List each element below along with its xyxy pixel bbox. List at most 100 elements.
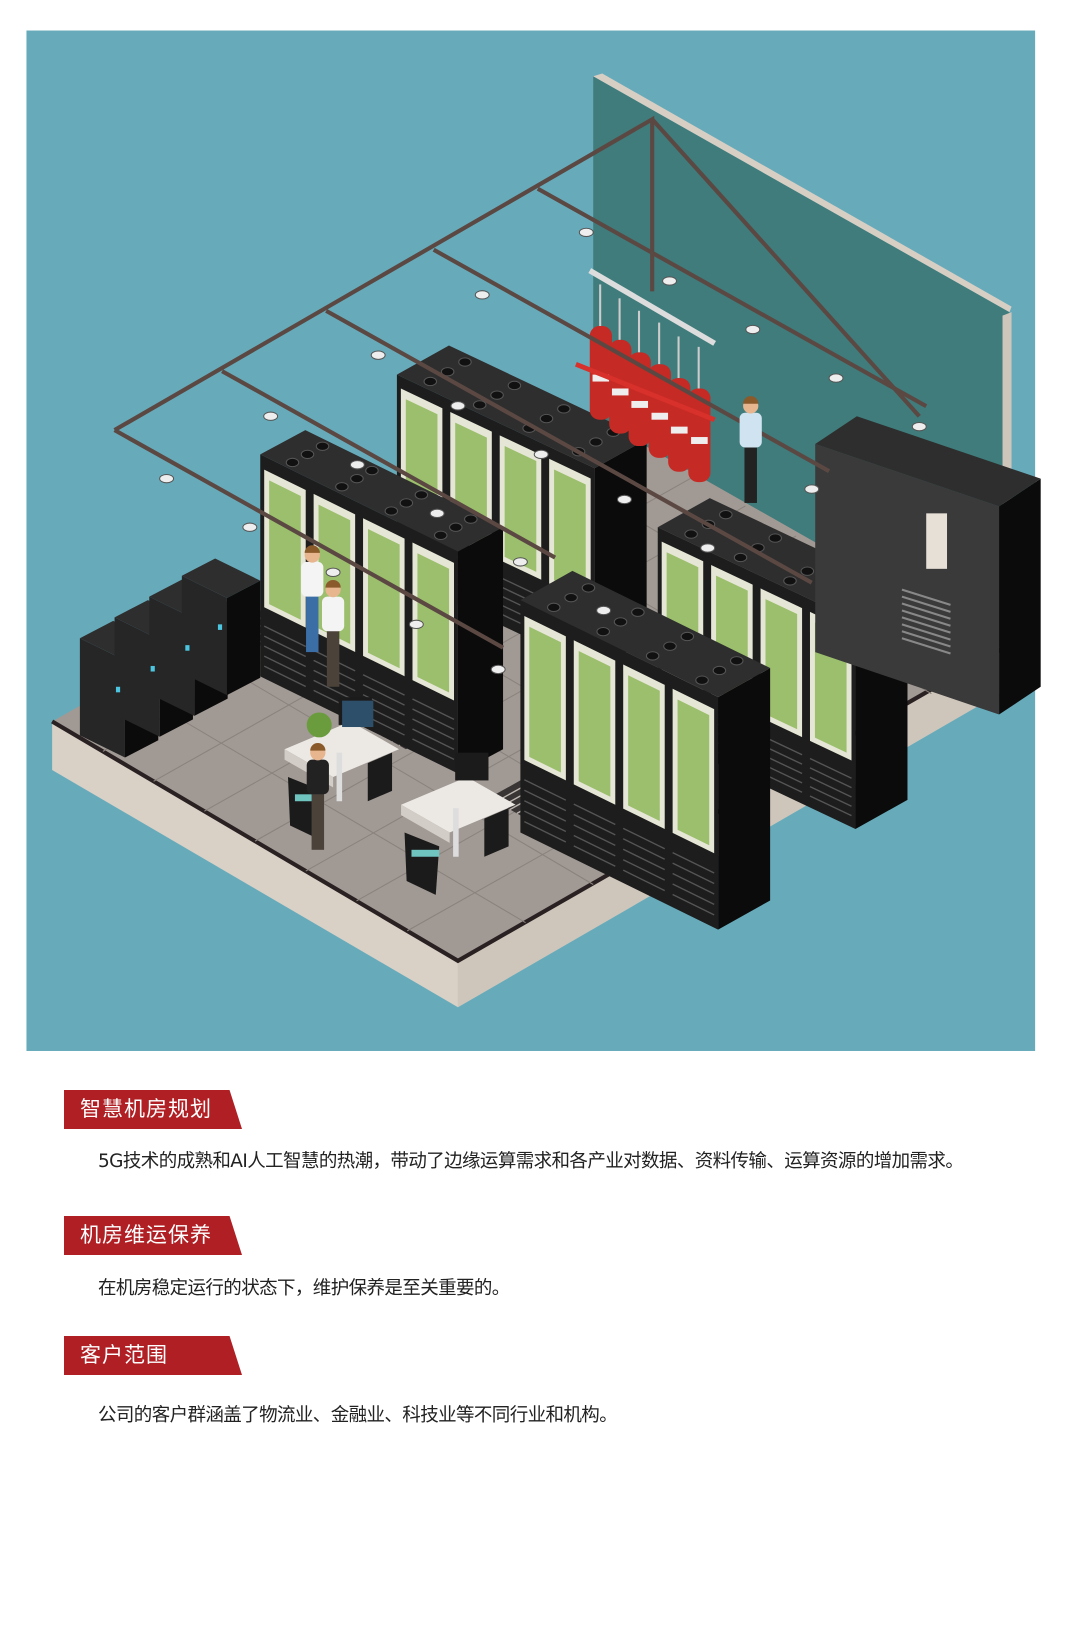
ceiling-pipe — [650, 117, 921, 418]
rack-vent-line — [573, 834, 616, 857]
workstation-desk-monitor — [455, 752, 489, 781]
operator-torso — [306, 759, 329, 795]
rack-vent-line — [412, 708, 455, 730]
sprinkler-head — [512, 557, 528, 567]
rack-fan — [490, 390, 504, 400]
section-text-maintenance: 在机房稳定运行的状态下，维护保养是至关重要的。 — [98, 1278, 510, 1299]
rack-vent-line — [524, 789, 567, 812]
rack-vent-line — [362, 674, 405, 696]
rack-fan — [613, 617, 628, 627]
rack-fan — [472, 400, 487, 410]
rack-vent-line — [672, 883, 715, 906]
ac-cabinet-side — [999, 478, 1041, 715]
section-title-maintenance: 机房维运保养 — [64, 1216, 242, 1255]
rack-vent-line — [524, 820, 567, 843]
server-rack-panel — [765, 599, 798, 730]
workstation-desk-pc-tower — [367, 752, 393, 802]
rack-fan — [596, 626, 610, 637]
rack-vent-line — [263, 635, 307, 658]
technician-torso — [321, 596, 345, 632]
rack-vent-line — [263, 665, 307, 688]
fire-cylinder — [609, 339, 632, 434]
rack-fan — [547, 602, 561, 613]
rack-vent-line — [672, 862, 715, 885]
rack-fan — [645, 651, 660, 661]
ceiling-pipe — [325, 308, 813, 585]
rack-vent-line — [263, 655, 307, 678]
server-rack-panel — [554, 469, 586, 596]
ac-grille — [901, 602, 951, 620]
server-rack-side — [718, 668, 771, 930]
fire-cylinder — [628, 352, 651, 447]
tower-server-front — [181, 575, 227, 696]
cylinder-band — [592, 374, 610, 382]
rack-fan — [449, 522, 463, 532]
ac-grille — [901, 609, 951, 627]
ceiling-pipe — [113, 428, 505, 650]
rack-fan — [800, 566, 815, 576]
ac-cabinet-top — [815, 416, 1041, 507]
rack-vent-line — [524, 800, 567, 822]
tower-led — [150, 665, 155, 672]
sprinkler-head — [325, 567, 341, 577]
tower-led — [115, 686, 121, 693]
sprinkler-head — [490, 664, 506, 675]
technician-legs — [326, 627, 340, 687]
rack-fan — [684, 529, 698, 539]
rack-vent-line — [573, 845, 616, 867]
sprinkler-head — [370, 350, 386, 360]
rack-vent-line — [412, 738, 455, 760]
rack-vent-line — [809, 757, 852, 779]
ac-grille — [901, 595, 951, 613]
sprinkler-head — [596, 605, 612, 616]
potted-plant — [306, 712, 332, 738]
rack-vent-line — [622, 838, 666, 860]
sprinkler-head — [700, 543, 716, 553]
security-guard-legs — [744, 443, 757, 503]
server-rack-panel — [504, 446, 537, 572]
tower-server-front — [114, 617, 160, 737]
section-text-planning: 5G技术的成熟和AI人工智慧的热潮，带动了边缘运算需求和各产业对数据、资料传输、… — [98, 1151, 964, 1172]
rack-fan — [458, 357, 472, 367]
rack-vent-line — [809, 786, 852, 807]
sprinkler-head — [616, 494, 632, 505]
rack-fan — [384, 506, 399, 516]
ceiling-pipe — [432, 247, 831, 473]
rack-fan — [695, 675, 709, 685]
rack-vent-line — [622, 827, 666, 850]
server-rack-side — [457, 527, 504, 774]
section-text-clients: 公司的客户群涵盖了物流业、金融业、科技业等不同行业和机构。 — [98, 1405, 618, 1426]
workstation-desk-chair-seat — [411, 849, 440, 857]
server-rack-front — [260, 454, 458, 774]
rack-vent-line — [809, 776, 852, 798]
rack-vent-line — [672, 893, 715, 916]
rack-vent-line — [263, 625, 307, 648]
rack-fan — [768, 533, 783, 543]
rack-fan — [581, 583, 596, 593]
ac-grille — [901, 623, 951, 641]
cylinder-band — [611, 388, 629, 396]
rack-fan — [712, 665, 727, 676]
wall-top-edge — [593, 73, 1012, 313]
rack-vent-line — [672, 872, 715, 895]
rack-vent-line — [622, 869, 666, 892]
sprinkler-head — [408, 619, 424, 630]
rack-fan — [365, 465, 379, 476]
tower-server-top — [181, 558, 261, 598]
rack-fan — [350, 473, 364, 484]
rack-fan — [631, 607, 645, 617]
floor-slab-front — [52, 721, 458, 1008]
security-guard-hair — [743, 396, 759, 404]
sprinkler-head — [828, 373, 844, 383]
rack-vent-line — [362, 684, 405, 706]
rack-vent-line — [524, 779, 567, 801]
rack-fan — [300, 449, 315, 460]
cylinder-band — [651, 412, 669, 420]
ac-grille — [901, 630, 951, 648]
rack-fan — [507, 380, 522, 391]
rack-fan — [464, 514, 478, 524]
technician-hair — [304, 545, 320, 553]
server-rack-panel — [529, 626, 561, 773]
workstation-desk-leg — [453, 808, 459, 857]
rack-fan — [564, 592, 578, 603]
